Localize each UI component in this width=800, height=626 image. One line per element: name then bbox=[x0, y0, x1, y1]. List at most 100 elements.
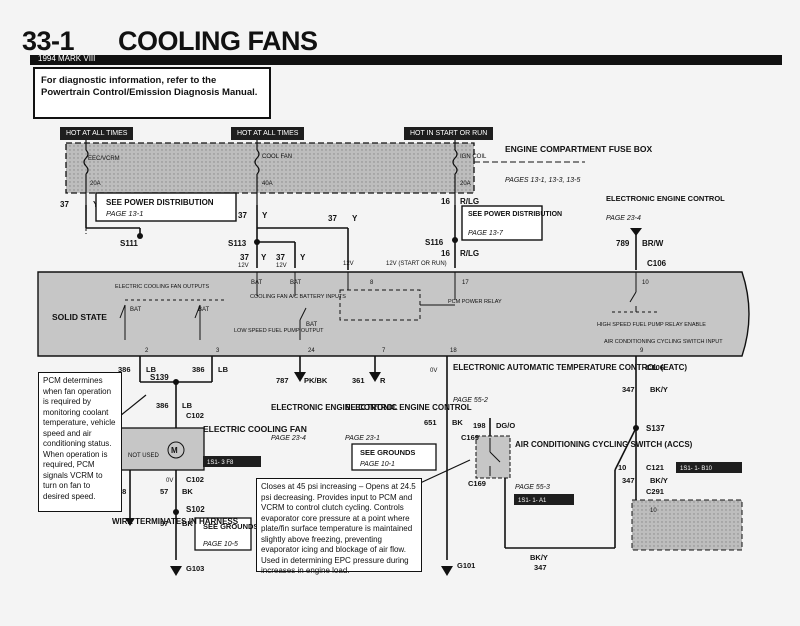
c291-pin: 10 bbox=[650, 508, 657, 514]
wire-347-a: 347 bbox=[622, 385, 635, 394]
fuse-box-pages: PAGES 13-1, 13-3, 13-5 bbox=[505, 177, 580, 184]
wire-lb-b: LB bbox=[218, 365, 229, 374]
arrow-to-eec-1 bbox=[294, 372, 306, 382]
power-header-2: HOT AT ALL TIMES bbox=[231, 127, 305, 140]
fuse-ign-coil bbox=[452, 140, 458, 205]
wire-bk-c: BK bbox=[452, 418, 463, 427]
pcm-internal-circuit bbox=[119, 272, 660, 340]
connector-c169-b: C169 bbox=[468, 479, 486, 488]
wire-57-a: 57 bbox=[160, 487, 168, 496]
wire-787: 787 bbox=[276, 376, 289, 385]
eatc-title: ELECTRONIC AUTOMATIC TEMPERATURE CONTROL… bbox=[453, 363, 687, 372]
pcm-bat-4: BAT bbox=[290, 280, 302, 286]
pcm-module bbox=[37, 271, 750, 357]
ground-g103-arrow bbox=[170, 566, 182, 576]
wire-y-e: Y bbox=[300, 253, 306, 262]
wire-rlg-a: R/LG bbox=[460, 197, 479, 206]
wire-brw: BR/W bbox=[642, 239, 664, 248]
c291-component bbox=[631, 499, 743, 551]
wire-37-c: 37 bbox=[328, 214, 337, 223]
fuse-eec-vcrm bbox=[83, 140, 89, 205]
harness-end-arrow bbox=[125, 518, 135, 526]
splice-label-s139: S139 bbox=[150, 373, 169, 382]
splice-label-s111: S111 bbox=[120, 239, 138, 248]
pcm-name: SOLID STATE bbox=[52, 312, 107, 322]
wire-12v-a: 12V bbox=[238, 263, 249, 269]
fuse-2-rating: 40A bbox=[262, 181, 273, 187]
pin-10: 10 bbox=[642, 280, 649, 286]
wire-57-b: 57 bbox=[160, 519, 168, 528]
fuse-box-title: ENGINE COMPARTMENT FUSE BOX bbox=[505, 144, 653, 154]
fan-connector-tag bbox=[203, 456, 261, 467]
pcm-bat-1: BAT bbox=[130, 307, 142, 313]
grounds-box-1 bbox=[194, 517, 252, 551]
splice-s113 bbox=[254, 239, 260, 245]
power-distribution-2-page: PAGE 13-7 bbox=[468, 230, 504, 237]
wire-386-c: 386 bbox=[156, 401, 169, 410]
c121-connector-tag bbox=[676, 462, 742, 473]
connector-c121: C121 bbox=[646, 463, 664, 472]
pin-24: 24 bbox=[308, 348, 315, 354]
wire-16-a: 16 bbox=[441, 197, 450, 206]
wire-347-c: 347 bbox=[534, 563, 547, 572]
connector-c102-b: C102 bbox=[186, 475, 204, 484]
wire-789: 789 bbox=[616, 239, 630, 248]
grounds-box-2 bbox=[351, 443, 437, 471]
wire-361: 361 bbox=[352, 376, 365, 385]
power-distribution-1-title: SEE POWER DISTRIBUTION bbox=[106, 198, 214, 207]
wire-37-e: 37 bbox=[276, 253, 285, 262]
power-distribution-box-1 bbox=[95, 192, 237, 222]
eec-1-page: PAGE 23-4 bbox=[271, 435, 306, 442]
fan-motor-symbol: M bbox=[171, 446, 178, 455]
wire-48: 48 bbox=[118, 487, 126, 496]
connector-c106-top: C106 bbox=[647, 259, 667, 268]
wire-pkbk: PK/BK bbox=[304, 376, 328, 385]
wire-386-a: 386 bbox=[118, 365, 131, 374]
splice-label-s113: S113 bbox=[228, 239, 247, 248]
fan-title: ELECTRIC COOLING FAN bbox=[203, 424, 307, 434]
wire-start-run: 12V (START OR RUN) bbox=[386, 261, 447, 267]
wire-198: 198 bbox=[473, 421, 486, 430]
grounds-1-page: PAGE 10-5 bbox=[203, 541, 238, 548]
accs-note: Closes at 45 psi increasing – Opens at 2… bbox=[256, 478, 422, 575]
pcm-battery-inputs: COOLING FAN A/C BATTERY INPUTS bbox=[250, 294, 346, 300]
pin-7: 7 bbox=[382, 348, 386, 354]
title-bar: 1994 MARK VIII bbox=[30, 54, 782, 65]
harness-note: WIRE TERMINATES IN HARNESS bbox=[112, 517, 239, 526]
power-header-3: HOT IN START OR RUN bbox=[404, 127, 494, 140]
connector-c106-bottom: C106 bbox=[646, 363, 664, 372]
wire-0v-a: 0V bbox=[166, 478, 173, 484]
fuse-cool-fan bbox=[254, 140, 260, 205]
continuation-lines bbox=[85, 228, 258, 234]
eec-top-title: ELECTRONIC ENGINE CONTROL bbox=[606, 194, 725, 203]
wire-bky-b: BK/Y bbox=[650, 476, 668, 485]
wire-10: 10 bbox=[618, 463, 626, 472]
eec-top-page: PAGE 23-4 bbox=[606, 215, 641, 222]
pcm-note-pointer bbox=[119, 394, 147, 417]
wire-lb-a: LB bbox=[146, 365, 157, 374]
eec-2-title: ELECTRONIC ENGINE CONTROL bbox=[345, 403, 472, 412]
wire-37-d: 37 bbox=[240, 253, 249, 262]
fuse-1-name: EEC/VCRM bbox=[88, 156, 120, 162]
wire-37-a: 37 bbox=[60, 200, 69, 209]
c121-connector-id: 1S1- 1- B10 bbox=[680, 466, 713, 472]
connector-c169-a: C169 bbox=[461, 433, 479, 442]
power-distribution-1-page: PAGE 13-1 bbox=[106, 209, 143, 218]
connector-c291: C291 bbox=[646, 487, 664, 496]
grounds-2-title: SEE GROUNDS bbox=[360, 448, 415, 457]
wire-r: R bbox=[380, 376, 386, 385]
grounds-2-page: PAGE 10-1 bbox=[360, 461, 395, 468]
ground-g103: G103 bbox=[186, 564, 204, 573]
pcm-fuel-pump: LOW SPEED FUEL PUMP OUTPUT bbox=[234, 328, 324, 334]
splice-label-s137: S137 bbox=[646, 424, 665, 433]
splice-s102 bbox=[173, 509, 179, 515]
pin-3: 3 bbox=[216, 348, 220, 354]
splice-s111 bbox=[137, 233, 143, 239]
wire-16-b: 16 bbox=[441, 249, 450, 258]
fan-motor-icon bbox=[167, 441, 185, 459]
wire-12v-b: 12V bbox=[276, 263, 287, 269]
splice-label-s116: S116 bbox=[425, 238, 444, 247]
wire-dgo: DG/O bbox=[496, 421, 515, 430]
wire-bky-c: BK/Y bbox=[530, 553, 548, 562]
